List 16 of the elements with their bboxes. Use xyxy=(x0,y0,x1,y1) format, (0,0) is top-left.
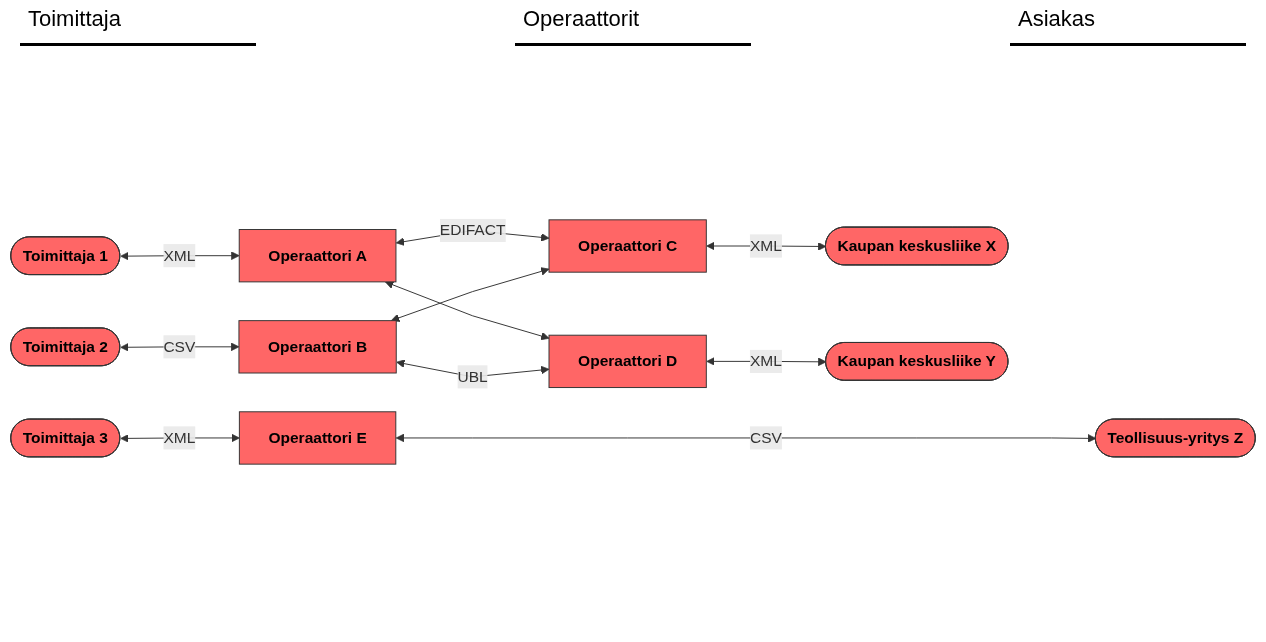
edge-label: XML xyxy=(163,428,196,446)
edge-label: XML xyxy=(749,352,782,369)
edge-label: UBL xyxy=(457,367,488,385)
column-heading: Toimittaja xyxy=(20,6,256,46)
column-heading: Operaattorit xyxy=(515,6,751,46)
node-box: Operaattori D xyxy=(548,334,707,388)
edge-label: XML xyxy=(163,246,196,263)
node-box: Operaattori B xyxy=(238,319,397,373)
edge-label: CSV xyxy=(749,428,782,446)
node-box: Operaattori C xyxy=(548,218,707,273)
edge-label: CSV xyxy=(163,337,196,355)
edge-label: XML xyxy=(749,236,782,254)
node-box: Operaattori E xyxy=(238,410,397,465)
column-heading: Asiakas xyxy=(1010,6,1246,46)
edge-label: EDIFACT xyxy=(439,221,506,238)
node-box: Operaattori A xyxy=(238,228,397,282)
